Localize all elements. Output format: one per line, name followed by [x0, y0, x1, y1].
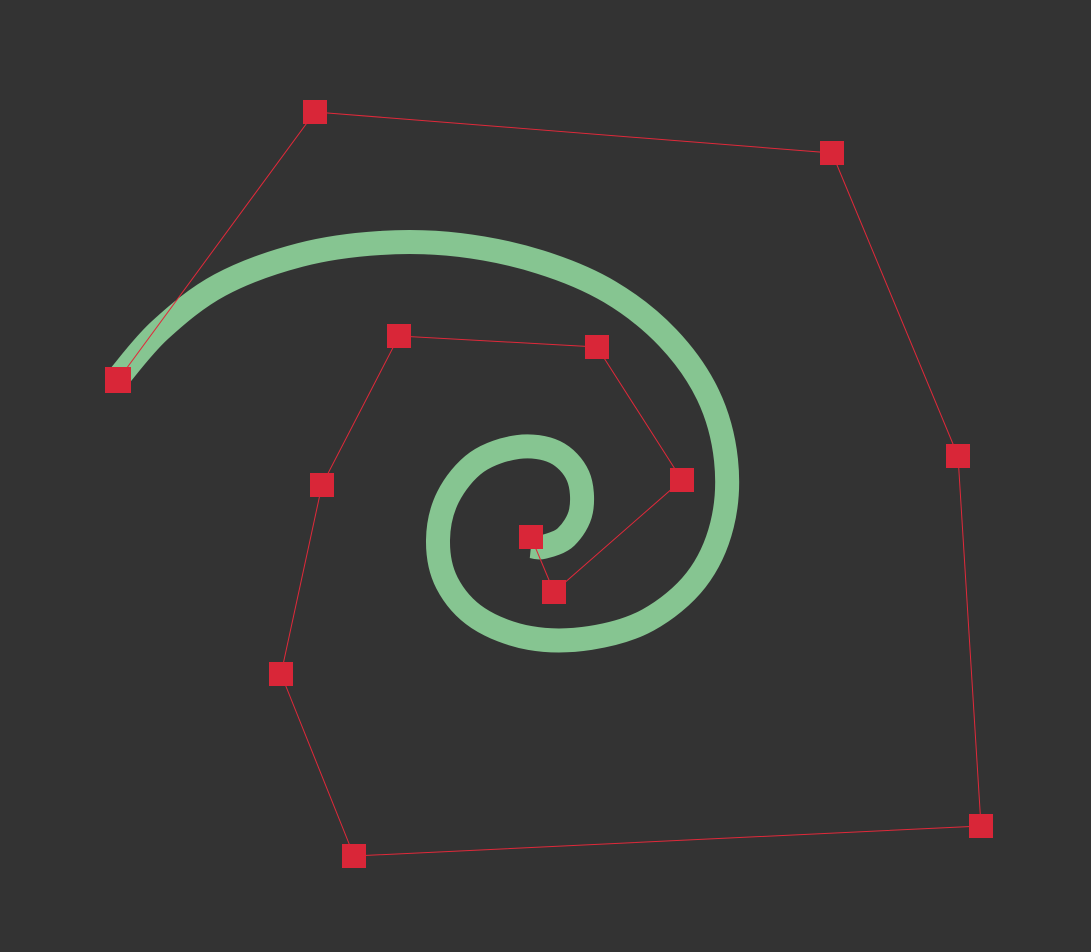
control-point-handle-3[interactable] — [820, 141, 844, 165]
control-point-handle-9[interactable] — [387, 324, 411, 348]
control-point-handle-2[interactable] — [303, 100, 327, 124]
control-point-handle-8[interactable] — [310, 473, 334, 497]
control-point-handle-12[interactable] — [542, 580, 566, 604]
control-point-handle-7[interactable] — [269, 662, 293, 686]
spiral-stroke — [108, 230, 740, 653]
control-point-handle-5[interactable] — [969, 814, 993, 838]
control-point-handle-4[interactable] — [946, 444, 970, 468]
control-point-handle-10[interactable] — [585, 335, 609, 359]
control-point-handle-11[interactable] — [670, 468, 694, 492]
control-point-handle-1[interactable] — [105, 367, 131, 393]
control-point-handles — [105, 100, 993, 868]
control-point-handle-6[interactable] — [342, 844, 366, 868]
control-point-handle-13[interactable] — [519, 525, 543, 549]
